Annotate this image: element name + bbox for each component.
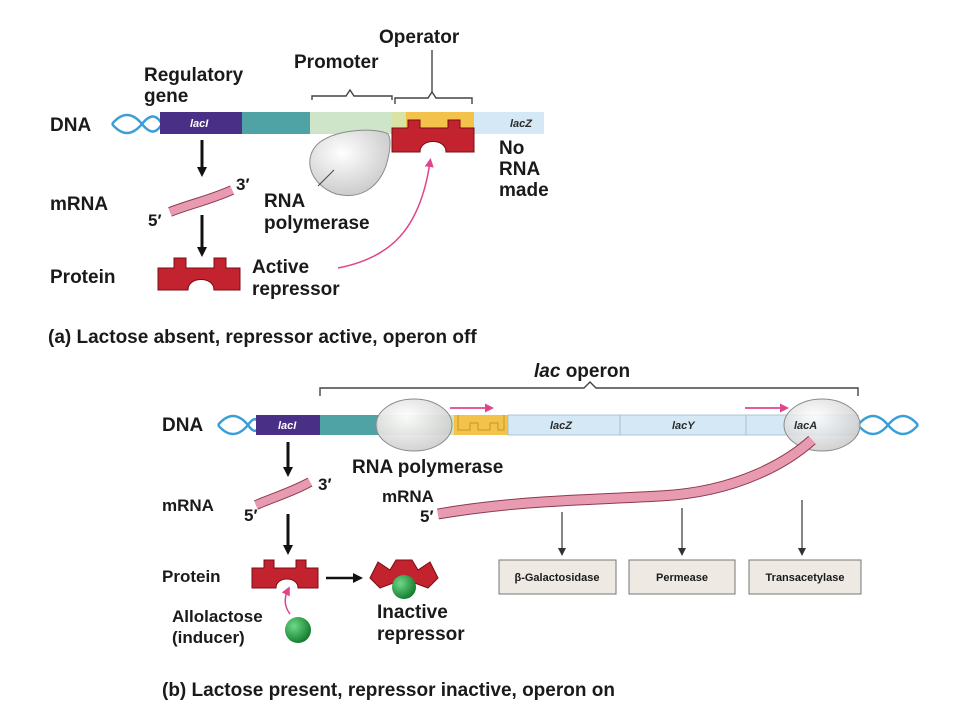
mrna-5prime-b: 5′ bbox=[244, 506, 258, 525]
regulatory-gene-label-2: gene bbox=[144, 86, 188, 107]
allolactose-label-1: Allolactose bbox=[172, 607, 263, 626]
promoter-bracket bbox=[311, 88, 393, 100]
allolactose-inducer bbox=[285, 617, 311, 643]
dna-label-b: DNA bbox=[162, 415, 203, 436]
panel-b: lac operon DNA lacI lacZ lacY bbox=[162, 361, 919, 701]
mrna-strand-b bbox=[254, 478, 312, 509]
active-repressor-protein bbox=[157, 257, 241, 291]
rna-pol-pointer-a bbox=[317, 169, 335, 187]
laci-gene-a bbox=[160, 112, 242, 134]
operator-bracket bbox=[394, 90, 473, 104]
inactive-label-2: repressor bbox=[377, 624, 465, 645]
dna-helix-right-b bbox=[857, 414, 919, 436]
lac-operon-label-rest: operon bbox=[560, 361, 630, 382]
no-rna-label-3: made bbox=[499, 180, 549, 201]
promoter-segment-a bbox=[310, 112, 392, 134]
long-mrna bbox=[437, 436, 816, 519]
rna-polymerase-a bbox=[309, 129, 391, 196]
empty-operator-site bbox=[457, 415, 505, 431]
lacz-label-b: lacZ bbox=[550, 420, 573, 432]
operator-label: Operator bbox=[379, 27, 460, 48]
no-rna-label-2: RNA bbox=[499, 159, 540, 180]
mrna-label-a: mRNA bbox=[50, 194, 108, 215]
lacy-label-b: lacY bbox=[672, 420, 696, 432]
lac-operon-bracket bbox=[319, 381, 859, 396]
mrna-5prime-b-2: 5′ bbox=[420, 507, 434, 526]
panel-a: DNA lacI lacZ Promoter Operator Regulato… bbox=[48, 27, 549, 348]
rna-pol-label-a-1: RNA bbox=[264, 191, 305, 212]
mrna-label-b: mRNA bbox=[162, 496, 214, 515]
lac-operon-label: lac operon bbox=[534, 361, 630, 382]
product-box-galactosidase bbox=[498, 559, 617, 595]
caption-a: (a) Lactose absent, repressor active, op… bbox=[48, 327, 477, 348]
product-box-transacetylase bbox=[748, 559, 862, 595]
teal-segment-a bbox=[242, 112, 310, 134]
caption-b: (b) Lactose present, repressor inactive,… bbox=[162, 680, 615, 701]
inactive-label-1: Inactive bbox=[377, 602, 448, 623]
rna-pol-label-b: RNA polymerase bbox=[352, 457, 503, 478]
dna-label-a: DNA bbox=[50, 115, 91, 136]
repressor-protein-b bbox=[251, 559, 319, 589]
lacz-label-a: lacZ bbox=[510, 118, 533, 130]
mrna-strand-a-fill bbox=[168, 186, 234, 216]
no-rna-label-1: No bbox=[499, 138, 524, 159]
allolactose-label-2: (inducer) bbox=[172, 628, 245, 647]
bound-inducer bbox=[392, 575, 416, 599]
pink-binding-arrow-a bbox=[337, 158, 434, 269]
mrna-3prime-b: 3′ bbox=[318, 475, 332, 494]
inducer-binding-arrow bbox=[281, 586, 291, 615]
mrna-3prime-a: 3′ bbox=[236, 175, 250, 194]
lac-operon-label-italic: lac bbox=[534, 361, 561, 382]
mrna-label-b-2: mRNA bbox=[382, 487, 434, 506]
product-permease: Permease bbox=[656, 572, 708, 584]
product-box-permease bbox=[628, 559, 736, 595]
teal-segment-b bbox=[320, 415, 378, 435]
laci-label-a: lacI bbox=[190, 118, 209, 130]
regulatory-gene-label-1: Regulatory bbox=[144, 65, 244, 86]
mrna-5prime-a: 5′ bbox=[148, 211, 162, 230]
protein-label-b: Protein bbox=[162, 567, 221, 586]
product-transacetylase: Transacetylase bbox=[766, 572, 845, 584]
product-galactosidase: β-Galactosidase bbox=[515, 572, 600, 584]
rna-polymerase-end-b bbox=[783, 398, 861, 452]
laci-label-b: lacI bbox=[278, 420, 297, 432]
rna-polymerase-b bbox=[375, 398, 453, 452]
laci-gene-b bbox=[256, 415, 320, 435]
lacz-segment-a bbox=[474, 112, 544, 134]
promoter-label: Promoter bbox=[294, 52, 379, 73]
active-repressor-label-1: Active bbox=[252, 257, 309, 278]
dna-helix-left-a bbox=[111, 113, 164, 135]
bound-repressor-a bbox=[391, 119, 475, 153]
rna-pol-label-a-2: polymerase bbox=[264, 213, 370, 234]
laca-label-b: lacA bbox=[794, 420, 817, 432]
dna-helix-left-b bbox=[217, 414, 260, 436]
protein-label-a: Protein bbox=[50, 267, 115, 288]
active-repressor-label-2: repressor bbox=[252, 279, 340, 300]
